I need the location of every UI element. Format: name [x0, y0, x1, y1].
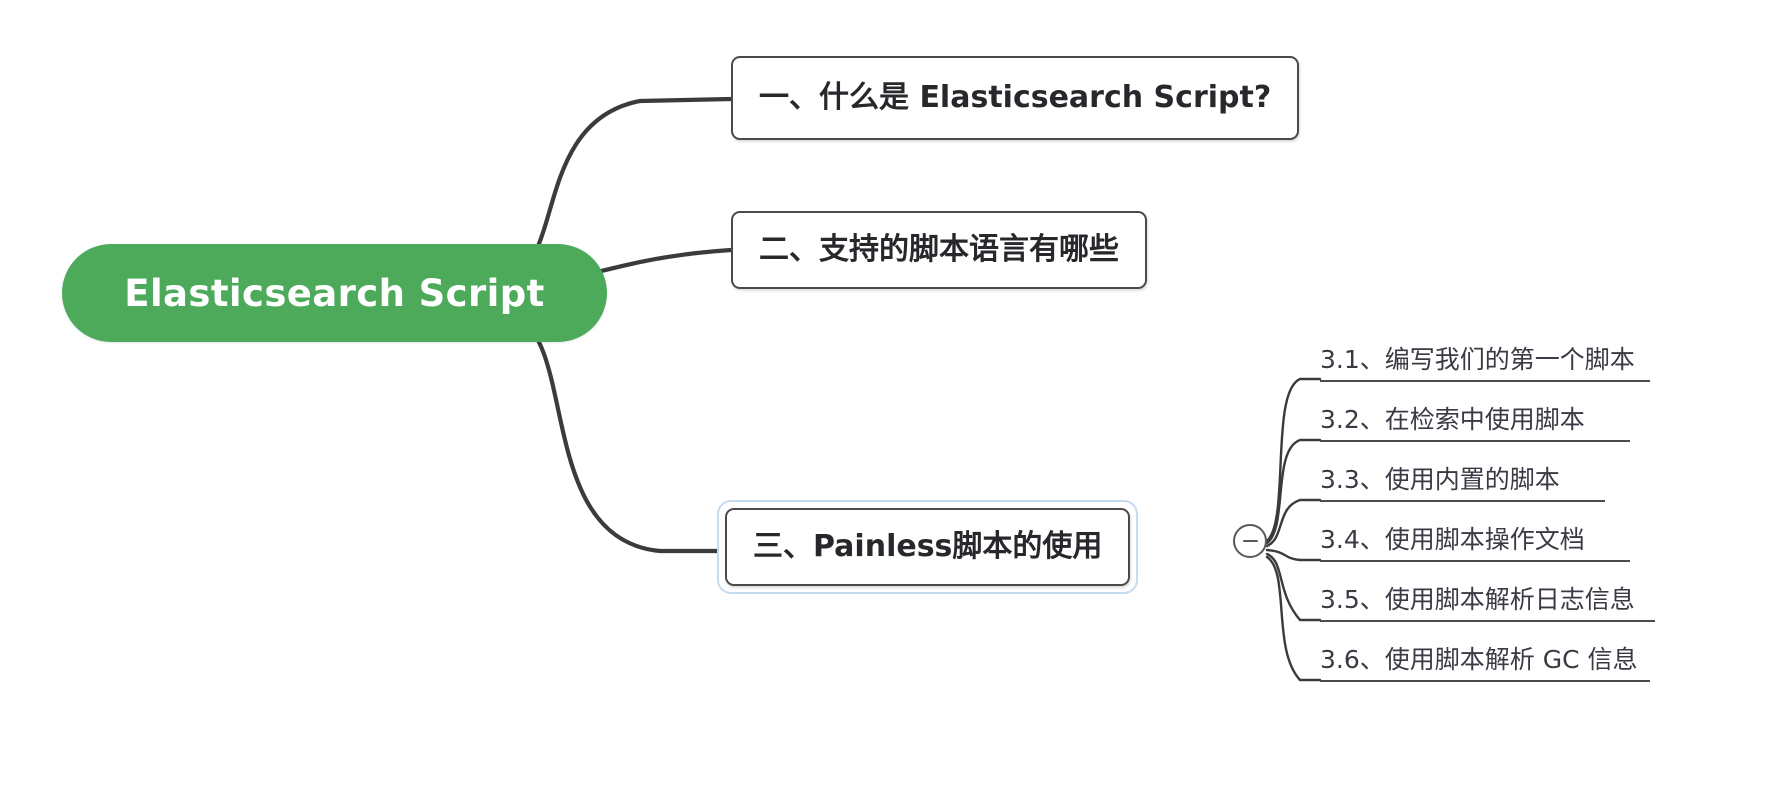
- branch-node-3[interactable]: 三、Painless脚本的使用: [725, 508, 1131, 586]
- sub-item-3-label: 3.3、使用内置的脚本: [1320, 465, 1560, 495]
- sub-item-4-label: 3.4、使用脚本操作文档: [1320, 525, 1585, 555]
- sub-item-1[interactable]: 3.1、编写我们的第一个脚本: [1320, 340, 1650, 382]
- sub-item-4[interactable]: 3.4、使用脚本操作文档: [1320, 520, 1630, 562]
- sub-item-5-label: 3.5、使用脚本解析日志信息: [1320, 585, 1635, 615]
- sub-item-1-label: 3.1、编写我们的第一个脚本: [1320, 345, 1635, 375]
- sub-item-2-label: 3.2、在检索中使用脚本: [1320, 405, 1585, 435]
- minus-glyph: [1242, 539, 1258, 543]
- root-node[interactable]: Elasticsearch Script: [62, 244, 607, 342]
- root-node-label: Elasticsearch Script: [124, 271, 545, 315]
- branch-node-2[interactable]: 二、支持的脚本语言有哪些: [731, 211, 1147, 289]
- sub-item-6[interactable]: 3.6、使用脚本解析 GC 信息: [1320, 640, 1650, 682]
- branch-node-1-label: 一、什么是 Elasticsearch Script?: [759, 80, 1272, 115]
- sub-item-3[interactable]: 3.3、使用内置的脚本: [1320, 460, 1605, 502]
- sub-item-6-label: 3.6、使用脚本解析 GC 信息: [1320, 645, 1638, 675]
- branch-node-1[interactable]: 一、什么是 Elasticsearch Script?: [731, 56, 1300, 140]
- branch-node-3-selection-ring: 三、Painless脚本的使用: [717, 500, 1139, 594]
- branch-node-2-label: 二、支持的脚本语言有哪些: [759, 232, 1119, 267]
- sub-item-5[interactable]: 3.5、使用脚本解析日志信息: [1320, 580, 1655, 622]
- minus-circle-icon[interactable]: [1233, 524, 1267, 558]
- branch-node-3-label: 三、Painless脚本的使用: [753, 529, 1103, 564]
- sub-item-2[interactable]: 3.2、在检索中使用脚本: [1320, 400, 1630, 442]
